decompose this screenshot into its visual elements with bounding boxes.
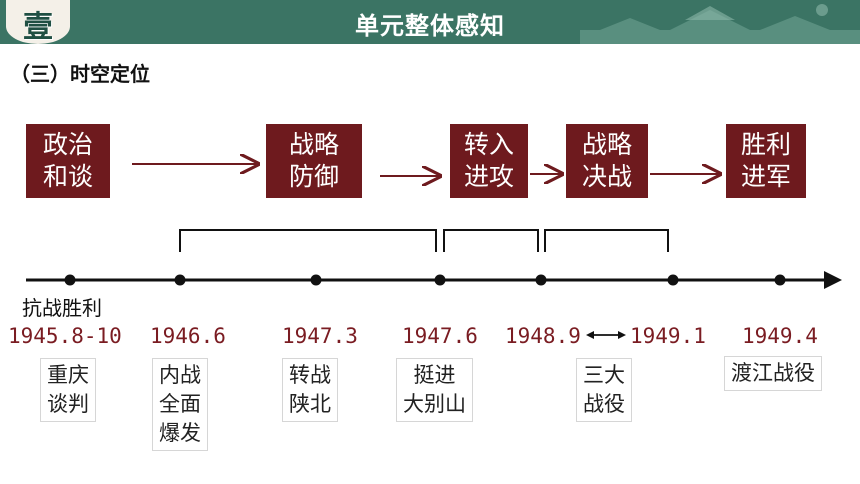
pavilion-decoration-icon <box>580 4 860 44</box>
year-1946: 1946.6 <box>150 324 226 348</box>
start-label: 抗战胜利 <box>22 296 102 320</box>
bracket-counteroffensive <box>443 229 539 252</box>
event-yangtze-crossing: 渡江战役 <box>724 356 822 391</box>
bracket-decisive-battle <box>544 229 669 252</box>
double-arrow-icon <box>586 331 626 339</box>
event-northern-shaanxi: 转战 陕北 <box>282 358 338 422</box>
event-civil-war-outbreak: 内战 全面 爆发 <box>152 358 208 451</box>
year-1948: 1948.9 <box>505 324 581 348</box>
timeline-dot-1947-6 <box>434 274 446 286</box>
year-1945: 1945.8-10 <box>8 324 122 348</box>
phase-box-counteroffensive: 转入 进攻 <box>450 124 528 198</box>
phase-box-political-talks: 政治 和谈 <box>26 124 110 198</box>
phase-box-victory-advance: 胜利 进军 <box>726 124 806 198</box>
timeline-dot-1946 <box>174 274 186 286</box>
timeline-dot-1947-3 <box>310 274 322 286</box>
year-1949-1: 1949.1 <box>630 324 706 348</box>
timeline-arrowhead <box>824 271 842 289</box>
phase-box-strategic-defense: 战略 防御 <box>266 124 362 198</box>
event-chongqing-talks: 重庆 谈判 <box>40 358 96 422</box>
timeline-dot-1945 <box>64 274 76 286</box>
event-three-campaigns: 三大 战役 <box>576 358 632 422</box>
bracket-strategic-defense <box>179 229 437 252</box>
year-1947-3: 1947.3 <box>282 324 358 348</box>
timeline-dot-1948 <box>535 274 547 286</box>
header-banner: 壹 单元整体感知 <box>0 0 860 45</box>
section-number: 壹 <box>23 10 53 45</box>
event-dabie-mountains: 挺进 大别山 <box>396 358 473 422</box>
timeline-dot-1949-4 <box>774 274 786 286</box>
timeline-dot-1949-1 <box>667 274 679 286</box>
year-1947-6: 1947.6 <box>402 324 478 348</box>
page-title: 单元整体感知 <box>355 12 505 40</box>
section-subtitle: （三）时空定位 <box>10 62 150 86</box>
year-1949-4: 1949.4 <box>742 324 818 348</box>
phase-box-decisive-battle: 战略 决战 <box>566 124 648 198</box>
section-badge: 壹 <box>6 0 70 45</box>
